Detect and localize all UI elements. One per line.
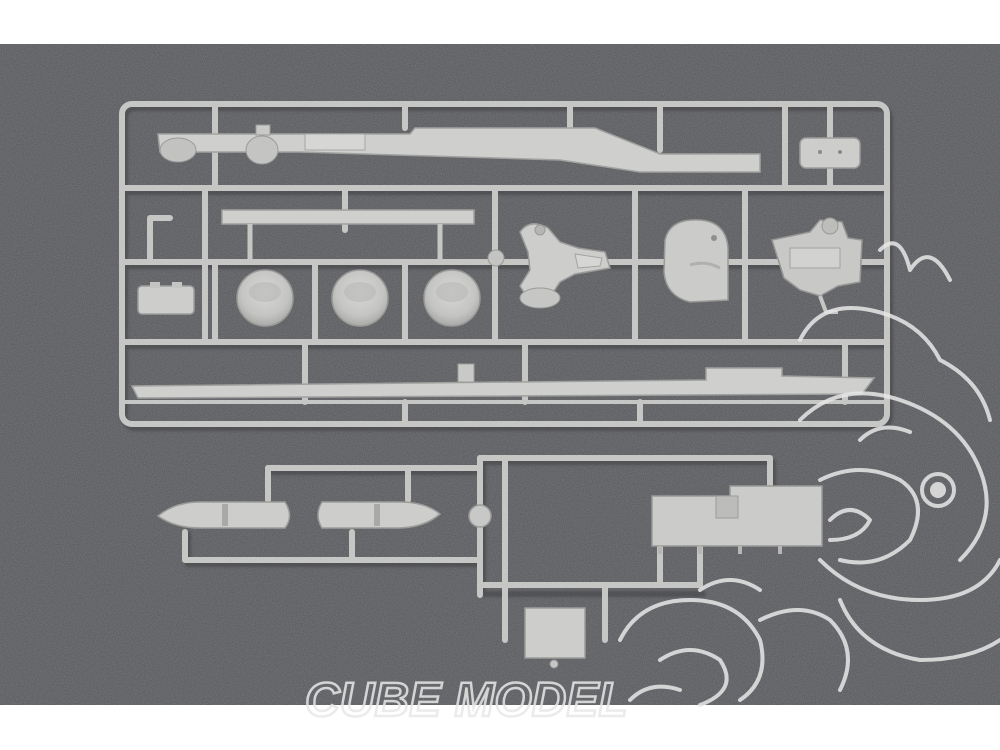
- top-right-block-part: [799, 137, 861, 169]
- boat-part-1: [156, 501, 291, 529]
- bottom-band: [0, 705, 1000, 750]
- rounded-mantlet-part: [663, 219, 729, 303]
- upper-sprue: [119, 101, 893, 431]
- cup-part-2: [331, 269, 389, 327]
- top-band: [0, 0, 1000, 44]
- cup-part-3: [423, 269, 481, 327]
- long-beam-part: [157, 124, 761, 173]
- mechanism-part: [771, 217, 863, 314]
- large-box-part: [651, 485, 823, 554]
- boat-part-2: [317, 501, 442, 529]
- cup-part-1: [236, 269, 294, 327]
- square-part: [524, 607, 586, 669]
- horizontal-bar-part: [221, 209, 475, 262]
- long-lower-beam-part: [130, 363, 876, 399]
- watermark-brand-text: CUBE MODEL: [305, 674, 628, 727]
- watermark-dragon: [618, 241, 1000, 707]
- left-bracket-part: [137, 282, 195, 315]
- round-gate: [468, 504, 492, 528]
- central-bracket-part: [487, 223, 611, 309]
